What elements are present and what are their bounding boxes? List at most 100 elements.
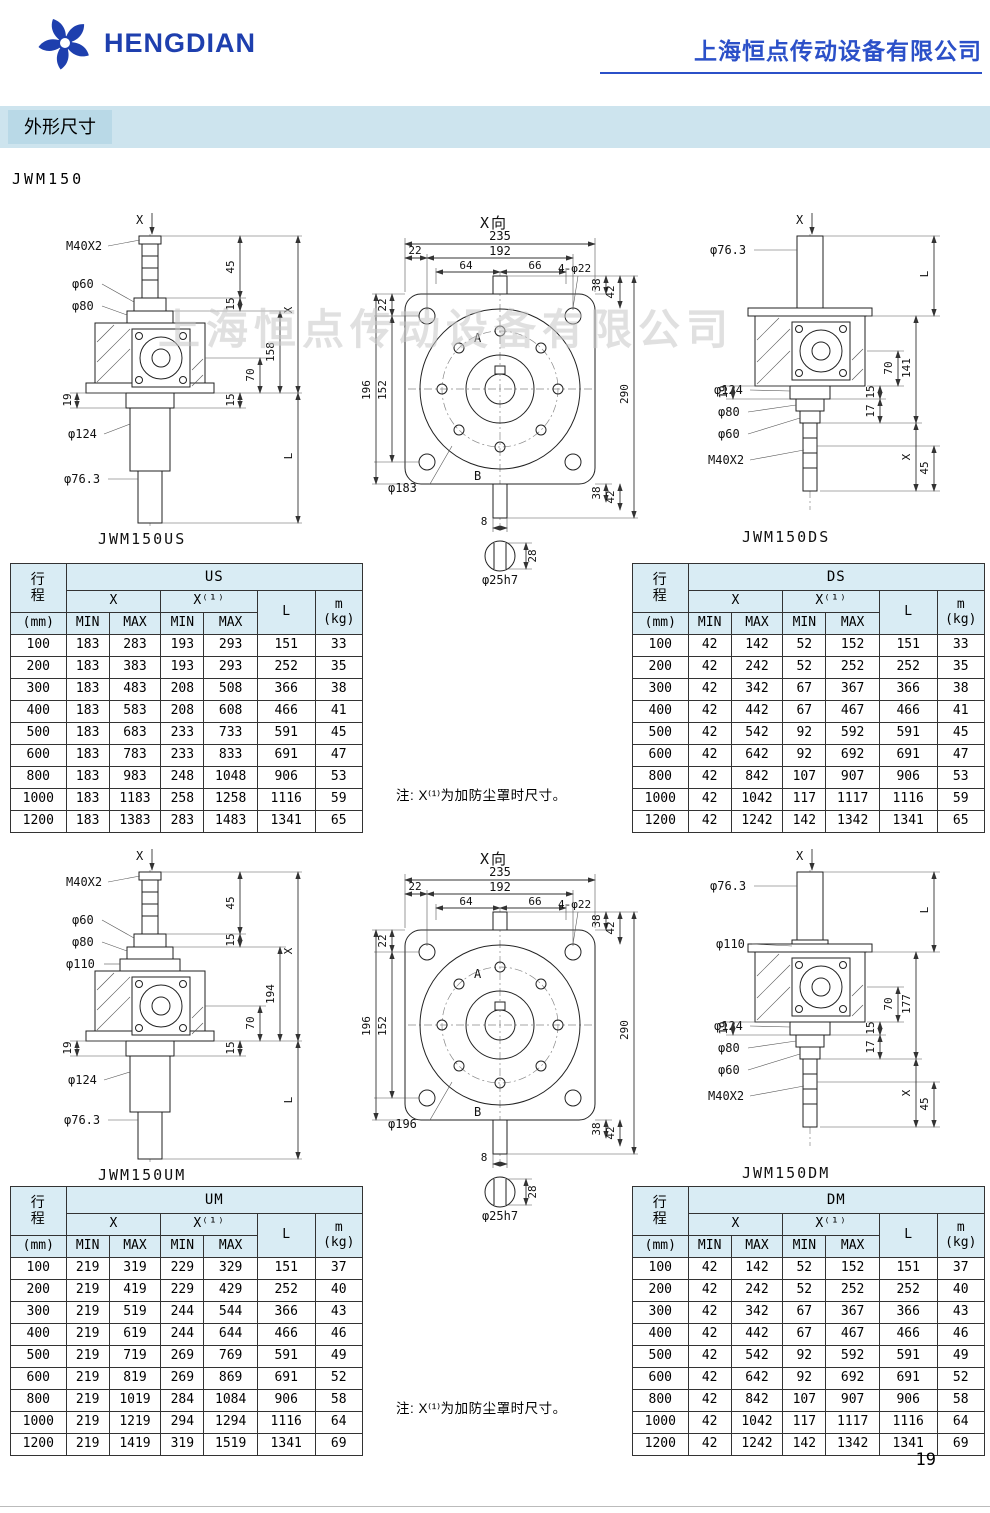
col-header-min: MIN xyxy=(65,1235,110,1258)
dim-label: 177 xyxy=(900,994,913,1014)
table-cell: 366 xyxy=(878,1301,938,1324)
table-cell: 294 xyxy=(160,1411,205,1434)
table-cell: 151 xyxy=(256,1257,316,1280)
um-dimensions: 45 15 70 194 X 15 L 19 xyxy=(61,871,302,1160)
axis-label: X xyxy=(796,213,804,227)
bore-label: φ183 xyxy=(388,481,417,495)
col-header-m: m (kg) xyxy=(936,590,986,635)
table-cell: 49 xyxy=(314,1345,364,1368)
table-cell: 1000 xyxy=(632,1411,689,1434)
table-cell: 419 xyxy=(108,1279,162,1302)
table-cell: 38 xyxy=(314,678,364,701)
table-cell: 466 xyxy=(878,1323,938,1346)
table-cell: 42 xyxy=(687,1367,732,1390)
table-cell: 600 xyxy=(10,744,67,767)
col-header-x: X xyxy=(65,1213,162,1236)
table-cell: 500 xyxy=(10,1345,67,1368)
table-us: 行 程 US X X⁽¹⁾ L m (kg) (mm) MIN MAX MIN … xyxy=(10,563,364,833)
table-cell: 52 xyxy=(314,1367,364,1390)
col-header-x: X xyxy=(687,590,784,613)
col-header-x: X xyxy=(687,1213,784,1236)
dim-label: 17 xyxy=(864,1040,877,1053)
model-label: JWM150 xyxy=(12,170,85,188)
drawing-jwm150um: X M40X2 φ60 φ80 xyxy=(61,849,302,1184)
holes-label: 4-φ22 xyxy=(558,262,591,275)
col-header-max: MAX xyxy=(825,1235,880,1258)
table-cell: 691 xyxy=(256,744,316,767)
dia-label: φ124 xyxy=(68,427,97,441)
table-cell: 193 xyxy=(160,634,205,657)
dim-label: 15 xyxy=(224,933,237,946)
table-cell: 219 xyxy=(65,1301,110,1324)
table-cell: 644 xyxy=(203,1323,258,1346)
page-number: 19 xyxy=(915,1450,936,1470)
dim-label: 15 xyxy=(864,1021,877,1034)
table-title: DS xyxy=(687,563,986,591)
table-cell: 284 xyxy=(160,1389,205,1412)
dia-label: φ76.3 xyxy=(64,472,100,486)
dim-label: 22 xyxy=(376,298,389,311)
view-body: A B xyxy=(404,272,596,526)
table-cell: 466 xyxy=(878,700,938,723)
table-cell: 906 xyxy=(878,766,938,789)
table-cell: 183 xyxy=(65,744,110,767)
table-cell: 1242 xyxy=(730,1433,784,1456)
drawing-top-view-2: X向 A B 235 192 22 xyxy=(360,850,638,1222)
thread-label: M40X2 xyxy=(708,453,744,467)
dim-label: 235 xyxy=(489,865,511,879)
table-cell: 293 xyxy=(203,634,258,657)
brand-text: HENGDIAN xyxy=(104,28,257,58)
table-cell: 67 xyxy=(782,1323,827,1346)
table-cell: 542 xyxy=(730,722,784,745)
dim-label: 290 xyxy=(618,384,631,404)
table-cell: 608 xyxy=(203,700,258,723)
col-header-m: m (kg) xyxy=(314,1213,364,1258)
dim-label: 22 xyxy=(408,880,421,893)
table-cell: 219 xyxy=(65,1345,110,1368)
table-cell: 983 xyxy=(108,766,162,789)
col-header-mm: (mm) xyxy=(632,1235,689,1258)
col-header-mm: (mm) xyxy=(632,612,689,635)
table-cell: 252 xyxy=(878,656,938,679)
table-cell: 100 xyxy=(10,1257,67,1280)
table-cell: 183 xyxy=(65,634,110,657)
table-cell: 252 xyxy=(878,1279,938,1302)
table-cell: 152 xyxy=(825,634,880,657)
table-title: UM xyxy=(65,1186,364,1214)
table-cell: 600 xyxy=(632,744,689,767)
table-cell: 242 xyxy=(730,656,784,679)
table-cell: 42 xyxy=(687,1323,732,1346)
table-cell: 37 xyxy=(314,1257,364,1280)
table-cell: 800 xyxy=(10,1389,67,1412)
col-header-min: MIN xyxy=(782,612,827,635)
shaft-end-label: A xyxy=(474,331,482,345)
table-cell: 67 xyxy=(782,678,827,701)
table-cell: 219 xyxy=(65,1367,110,1390)
table-cell: 183 xyxy=(65,810,110,833)
table-cell: 692 xyxy=(825,744,880,767)
table-cell: 300 xyxy=(632,1301,689,1324)
col-header-stroke: 行 程 xyxy=(632,563,689,613)
note: 注: X⁽¹⁾为加防尘罩时尺寸。 xyxy=(396,788,567,803)
table-cell: 367 xyxy=(825,678,880,701)
drawing-caption: JWM150UM xyxy=(98,1166,186,1184)
table-title: US xyxy=(65,563,364,591)
table-cell: 53 xyxy=(314,766,364,789)
table-um: 行 程 UM X X⁽¹⁾ L m (kg) (mm) MIN MAX MIN … xyxy=(10,1186,364,1456)
dim-label: 38 xyxy=(590,486,603,499)
us-dimensions: 45 15 70 158 X 15 L 19 xyxy=(61,235,302,524)
table-cell: 342 xyxy=(730,678,784,701)
dia-label: φ76.3 xyxy=(710,243,746,257)
table-cell: 117 xyxy=(782,788,827,811)
table-cell: 38 xyxy=(936,678,986,701)
view-shaft-detail: 8 28 φ25h7 xyxy=(481,1151,539,1222)
col-header-m: m (kg) xyxy=(314,590,364,635)
table-cell: 519 xyxy=(108,1301,162,1324)
